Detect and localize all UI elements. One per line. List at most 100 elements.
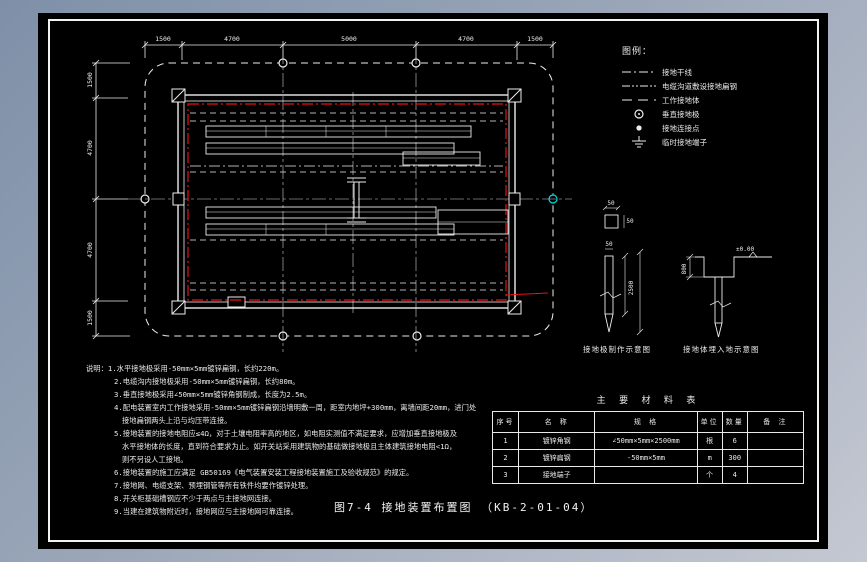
- legend-item-label: 垂直接地极: [662, 109, 700, 119]
- cell-name: 接地端子: [518, 466, 596, 484]
- cell-name: 镀锌角钢: [518, 432, 596, 450]
- cell-qty: 300: [721, 449, 748, 467]
- cell-spec: ∠50mm×5mm×2500mm: [594, 432, 698, 450]
- wall-pilasters: [171, 88, 522, 315]
- cable-trench-steel: [190, 112, 503, 291]
- left-dimension-chain: [92, 59, 130, 340]
- cell-spec: [594, 466, 698, 484]
- drawing-border-frame: [48, 19, 819, 542]
- dashed-line-icon: [622, 97, 656, 103]
- cell-no: 1: [491, 432, 520, 450]
- note-line: 8.开关柜基础槽钢应不少于两点与主接地网连接。: [114, 494, 277, 503]
- cell-unit: 个: [696, 466, 723, 484]
- note-line: 6.接地装置的施工应满足 GB50169《电气装置安装工程接地装置施工及验收规范…: [114, 468, 414, 477]
- cell-remark: [746, 449, 805, 467]
- note-line: 7.接地网、电缆支架、预埋钢管等所有铁件均要作镀锌处理。: [114, 481, 313, 490]
- note-line: 3.垂直接地极采用∠50mm×5mm镀锌角钢制成，长度为2.5m。: [114, 390, 312, 399]
- dim-label: 1500: [86, 72, 94, 88]
- note-line: 则不另设人工接地。: [122, 455, 188, 464]
- electrode-marker: [412, 331, 422, 341]
- materials-table: 主 要 材 料 表 序号 名 称 规 格 单位 数量 备 注 1 镀锌角钢 ∠5…: [491, 393, 805, 484]
- top-dimension-chain: [141, 41, 557, 60]
- detail-electrode-burial: [686, 251, 772, 338]
- note-line: 9.当建在建筑物附近时，接地网应与主接地网可靠连接。: [114, 507, 298, 516]
- dim-label: 1500: [155, 35, 171, 43]
- drawing-title: 图7-4 接地装置布置图 （KB-2-01-04）: [334, 501, 594, 514]
- note-line: 4.配电装置室内工作接地采用-50mm×5mm镀锌扁钢沿墙明敷一周，距室内地坪+…: [114, 403, 477, 412]
- cell-qty: 4: [721, 466, 748, 484]
- note-line: 5.接地装置的接地电阻应≤4Ω，对于土壤电阻率高的地区，如电阻实测值不满足要求，…: [114, 429, 458, 438]
- detail-electrode-fabrication: [599, 205, 644, 336]
- dim-label: 800: [681, 263, 688, 274]
- dim-label: 4700: [458, 35, 474, 43]
- cell-unit: m: [696, 449, 723, 467]
- legend-title: 图例：: [622, 47, 653, 57]
- legend-item-label: 临时接地端子: [662, 137, 707, 147]
- note-line: 说明：1.水平接地极采用-50mm×5mm镀锌扁钢，长约220m。: [86, 364, 284, 373]
- cell-no: 2: [491, 449, 520, 467]
- door-opening: [227, 296, 246, 308]
- legend-item-label: 接地干线: [662, 67, 692, 77]
- dim-label: 4700: [86, 242, 94, 258]
- switchgear-rows: [205, 125, 509, 236]
- cell-unit: 根: [696, 432, 723, 450]
- legend-item: 接地干线: [622, 65, 812, 79]
- note-line: 接地扁钢两头上沿与均压带连接。: [122, 416, 232, 425]
- col-header-remark: 备 注: [746, 411, 805, 433]
- col-header-name: 名 称: [518, 411, 596, 433]
- dash-dot-line-icon: [622, 69, 656, 75]
- col-header-spec: 规 格: [594, 411, 698, 433]
- table-row: 2 镀锌扁钢 -50mm×5mm m 300: [491, 449, 805, 467]
- filled-circle-icon: [622, 122, 656, 134]
- detail-a-labels: 50 50 50 2500: [605, 200, 635, 295]
- legend-item: 接地连接点: [622, 121, 812, 135]
- cell-qty: 6: [721, 432, 748, 450]
- legend: 图例： 接地干线 电缆沟道敷设接地扁钢 工作接地体 垂直接地极: [622, 44, 812, 149]
- legend-item: 电缆沟道敷设接地扁钢: [622, 79, 812, 93]
- left-dimension-labels: 1500 4700 4700 1500: [86, 72, 94, 326]
- col-header-qty: 数量: [721, 411, 748, 433]
- dim-label: 2500: [628, 280, 635, 295]
- top-dimension-labels: 1500 4700 5000 4700 1500: [155, 35, 543, 43]
- dim-label: 1500: [86, 310, 94, 326]
- col-header-unit: 单位: [696, 411, 723, 433]
- ground-symbol-icon: [622, 135, 656, 149]
- centerlines: [128, 50, 572, 352]
- dim-label: 4700: [224, 35, 240, 43]
- legend-item-label: 接地连接点: [662, 123, 700, 133]
- table-row: 1 镀锌角钢 ∠50mm×5mm×2500mm 根 6: [491, 432, 805, 450]
- grounding-tail-red: [505, 292, 549, 296]
- dim-label: 5000: [341, 35, 357, 43]
- note-line: 水平接地体的长度，直到符合要求为止。如开关站采用建筑物的基础做接地极且主体建筑接…: [122, 442, 457, 451]
- open-circle-icon: [622, 108, 656, 120]
- dim-label: 50: [605, 241, 613, 248]
- legend-item-label: 电缆沟道敷设接地扁钢: [662, 81, 737, 91]
- dim-label: 4700: [86, 140, 94, 156]
- dim-label: 1500: [527, 35, 543, 43]
- cell-name: 镀锌扁钢: [518, 449, 596, 467]
- dash-dot-dot-line-icon: [622, 83, 656, 89]
- note-line: 2.电缆沟内接地极采用-50mm×5mm镀锌扁钢，长约80m。: [114, 377, 300, 386]
- legend-item: 垂直接地极: [622, 107, 812, 121]
- detail-b-caption: 接地体埋入地示意图: [683, 345, 760, 354]
- table-row: 3 接地端子 个 4: [491, 466, 805, 484]
- detail-b-labels: ±0.00 800: [681, 246, 754, 274]
- indoor-grounding-main-red: [187, 103, 507, 301]
- cell-remark: [746, 466, 805, 484]
- level-label: ±0.00: [736, 246, 754, 253]
- legend-item: 临时接地端子: [622, 135, 812, 149]
- dim-label: 50: [626, 218, 634, 225]
- building-walls: [177, 94, 516, 309]
- materials-table-title: 主 要 材 料 表: [596, 396, 700, 406]
- dim-label: 50: [607, 200, 615, 207]
- col-header-no: 序号: [491, 411, 520, 433]
- table-header-row: 序号 名 称 规 格 单位 数量 备 注: [491, 411, 805, 433]
- legend-item-label: 工作接地体: [662, 95, 700, 105]
- cell-remark: [746, 432, 805, 450]
- detail-a-caption: 接地极制作示意图: [583, 345, 651, 354]
- notes-block: 说明：1.水平接地极采用-50mm×5mm镀锌扁钢，长约220m。 2.电缆沟内…: [86, 362, 576, 518]
- cell-spec: -50mm×5mm: [594, 449, 698, 467]
- cell-no: 3: [491, 466, 520, 484]
